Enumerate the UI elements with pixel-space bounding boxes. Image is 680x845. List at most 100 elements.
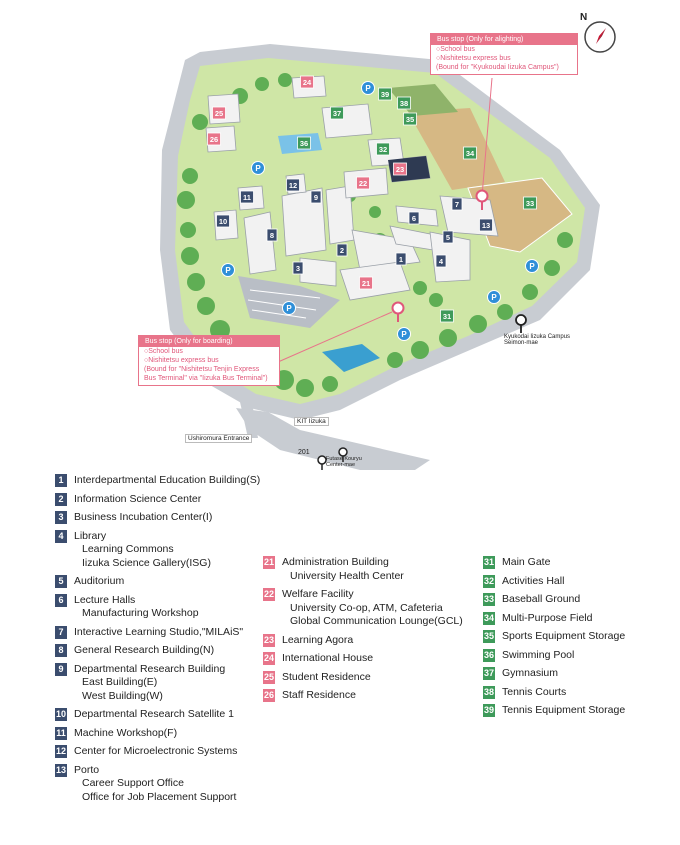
- building-marker-5: 5: [442, 230, 454, 244]
- legend-item-sub: East Building(E): [82, 676, 158, 688]
- legend-number-badge: 6: [55, 593, 67, 607]
- building-marker-number: 1: [399, 255, 403, 264]
- building-marker-number: 32: [379, 145, 387, 154]
- building-marker-number: 21: [362, 279, 370, 288]
- futase-pin-2: [338, 447, 348, 462]
- legend-item-name: Sports Equipment Storage: [502, 630, 626, 642]
- legend-item-5: 5 Auditorium: [55, 575, 265, 589]
- legend-item-name: Lecture Halls: [74, 593, 136, 606]
- legend-number-badge: 4: [55, 529, 67, 543]
- callout-line: ○School bus: [436, 46, 475, 53]
- compass-label: N: [580, 12, 587, 23]
- legend-item-name: Information Science Center: [74, 492, 202, 505]
- building-marker-22: 22: [356, 176, 370, 190]
- legend-item-name: Administration Building: [282, 556, 389, 568]
- building-marker-number: 11: [243, 193, 251, 202]
- parking-icon: P: [221, 263, 235, 277]
- building-marker-number: 31: [443, 312, 451, 321]
- building-marker-number: 25: [215, 109, 223, 118]
- callout-header: Bus stop (Only for alighting): [431, 34, 577, 45]
- building-marker-number: 5: [446, 233, 450, 242]
- seimon-mae-label: Kyukodai Iizuka Campus Seimon-mae: [504, 334, 571, 346]
- callout-header: Bus stop (Only for boarding): [139, 336, 279, 347]
- parking-symbol: P: [286, 304, 292, 313]
- legend-item-35: 35 Sports Equipment Storage: [483, 630, 673, 644]
- legend-item-name: Activities Hall: [502, 574, 565, 587]
- building-marker-31: 31: [440, 309, 454, 323]
- legend-number-badge: 2: [55, 492, 67, 506]
- legend-item-name: Auditorium: [74, 575, 125, 587]
- building-marker-36: 36: [297, 136, 311, 150]
- building-marker-number: 2: [340, 246, 344, 255]
- legend-number-badge: 36: [483, 648, 495, 662]
- legend-item-name: Multi-Purpose Field: [502, 611, 593, 624]
- legend-number-badge: 31: [483, 556, 495, 569]
- building-marker-32: 32: [376, 142, 390, 156]
- legend-item-name: Interdepartmental Education Building(S): [74, 474, 261, 486]
- futase-pin-1: [317, 455, 327, 470]
- building-marker-number: 23: [396, 165, 404, 174]
- legend-item-34: 34 Multi-Purpose Field: [483, 611, 673, 626]
- callout-line: (Bound for "Kyukoudai Iizuka Campus"): [436, 64, 559, 71]
- building-marker-23: 23: [393, 162, 407, 176]
- legend-number-badge: 34: [483, 611, 495, 625]
- building-marker-6: 6: [408, 211, 420, 225]
- building-marker-10: 10: [216, 214, 230, 228]
- building-marker-3: 3: [292, 261, 304, 275]
- parking-icon: P: [282, 301, 296, 315]
- legend-item-sub: University Health Center: [290, 569, 404, 582]
- building-marker-number: 34: [466, 149, 475, 158]
- building-marker-number: 24: [303, 78, 312, 87]
- legend-item-sub: Iizuka Science Gallery(ISG): [82, 556, 211, 569]
- building-marker-number: 9: [314, 193, 318, 202]
- legend-item-name: Learning Agora: [282, 633, 354, 646]
- bus-stop-boarding-pin: [391, 301, 405, 322]
- callout-line: ○Nishitetsu express bus: [144, 357, 219, 364]
- legend-number-badge: 5: [55, 575, 67, 588]
- legend-item-name: Center for Microelectronic Systems: [74, 745, 238, 757]
- building-marker-1: 1: [395, 252, 407, 266]
- legend-number-badge: 10: [55, 708, 67, 721]
- legend-number-badge: 7: [55, 625, 67, 639]
- building-marker-2: 2: [336, 243, 348, 257]
- legend-number-badge: 37: [483, 667, 495, 680]
- legend-item-name: Library: [74, 529, 107, 542]
- parking-symbol: P: [491, 293, 497, 302]
- legend-number-badge: 3: [55, 511, 67, 524]
- building-marker-4: 4: [435, 254, 447, 268]
- legend-item-2: 2 Information Science Center: [55, 492, 265, 507]
- legend-item-name: Gymnasium: [502, 667, 559, 679]
- building-marker-25: 25: [212, 106, 226, 120]
- legend-item-name: International House: [282, 652, 374, 664]
- parking-symbol: P: [529, 262, 535, 271]
- building-marker-37: 37: [330, 106, 344, 120]
- parking-symbol: P: [365, 84, 371, 93]
- building-marker-21: 21: [359, 276, 373, 290]
- callout-line: (Bound for "Nishitetsu Tenjin Express: [144, 366, 260, 373]
- pond: [322, 344, 380, 372]
- campus-map: N 12345678910111213212223242526313233343…: [160, 12, 616, 470]
- building-marker-24: 24: [300, 75, 314, 89]
- building-marker-33: 33: [523, 196, 537, 210]
- legend-number-badge: 12: [55, 745, 67, 758]
- callout-line: ○School bus: [144, 348, 183, 355]
- building-marker-9: 9: [310, 190, 322, 204]
- building-marker-11: 11: [240, 190, 254, 204]
- parking-symbol: P: [401, 330, 407, 339]
- legend-number-badge: 35: [483, 630, 495, 643]
